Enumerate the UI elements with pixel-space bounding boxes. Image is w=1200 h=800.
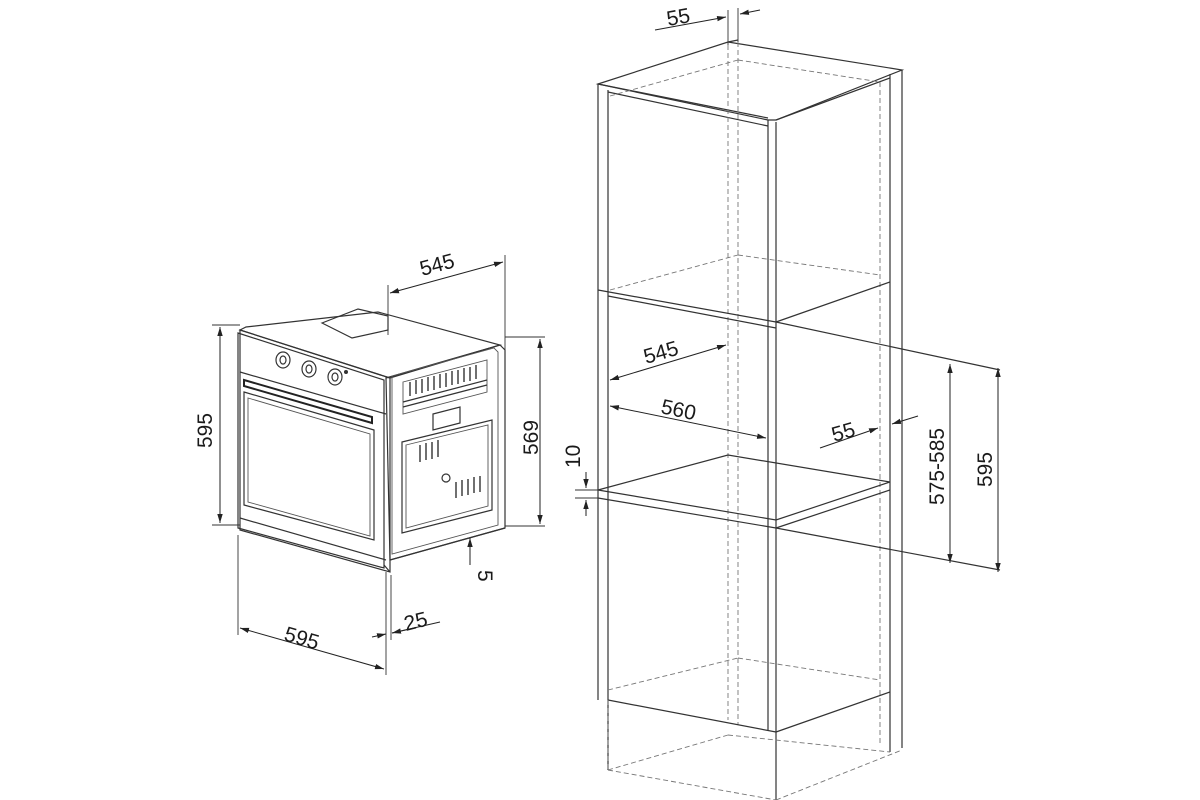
cabinet-shelf [597, 454, 891, 521]
oven-panel-depth-label: 25 [402, 608, 430, 636]
oven-dimensions: 545 595 569 595 25 5 [194, 250, 545, 675]
cabinet-total-height-label: 595 [974, 452, 997, 487]
oven-side-face [385, 344, 506, 561]
oven-side-vent-top [402, 359, 488, 415]
cabinet-drawing [595, 39, 1001, 800]
oven-knobs [275, 351, 348, 386]
oven-height-side-label: 569 [520, 420, 543, 455]
oven-top-vent [320, 308, 389, 339]
oven-height-front-label: 595 [194, 413, 217, 448]
cabinet-top-depth-label: 55 [665, 4, 692, 31]
oven-width-front-label: 595 [282, 623, 322, 655]
cabinet-niche-height-label: 575-585 [926, 428, 949, 505]
oven-side-motor-box [401, 419, 493, 534]
oven-bottom-gap-label: 5 [473, 570, 496, 582]
oven-control-panel-line [239, 371, 387, 415]
oven-top-surface [238, 311, 503, 379]
cabinet-inner-depth-label: 545 [641, 337, 681, 369]
cabinet-rear-gap-label: 55 [829, 418, 858, 447]
oven-door-window [243, 391, 375, 541]
oven-side-handle-slot [432, 406, 461, 431]
oven-door-handle [243, 378, 373, 425]
cabinet-shelf-label: 10 [562, 445, 585, 468]
cabinet-top [595, 41, 905, 121]
cabinet-inner-width-label: 560 [659, 395, 698, 425]
oven-drawing [237, 308, 506, 573]
